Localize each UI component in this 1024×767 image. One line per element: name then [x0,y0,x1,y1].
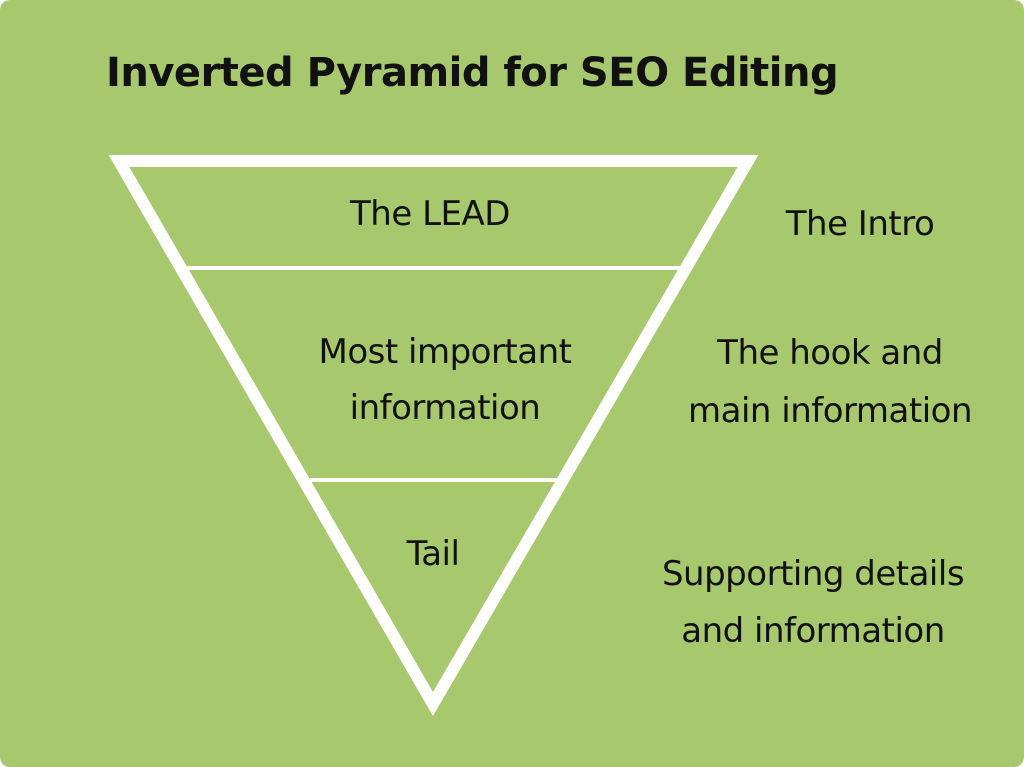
pyramid-outline [108,155,759,716]
diagram-title: Inverted Pyramid for SEO Editing [106,50,839,96]
section-desc-intro-text: The Intro [785,204,935,244]
section-desc-supporting-2-text: and information [681,611,945,651]
section-label-important-1: Most important [318,332,572,372]
section-desc-hook-2-text: main information [688,391,973,431]
section-desc-supporting-1-text: Supporting details [661,554,965,594]
section-label-important-2: information [349,388,541,428]
section-label-tail: Tail [406,534,460,574]
section-label-lead: The LEAD [350,194,510,234]
section-desc-hook-1-text: The hook and [717,333,943,373]
